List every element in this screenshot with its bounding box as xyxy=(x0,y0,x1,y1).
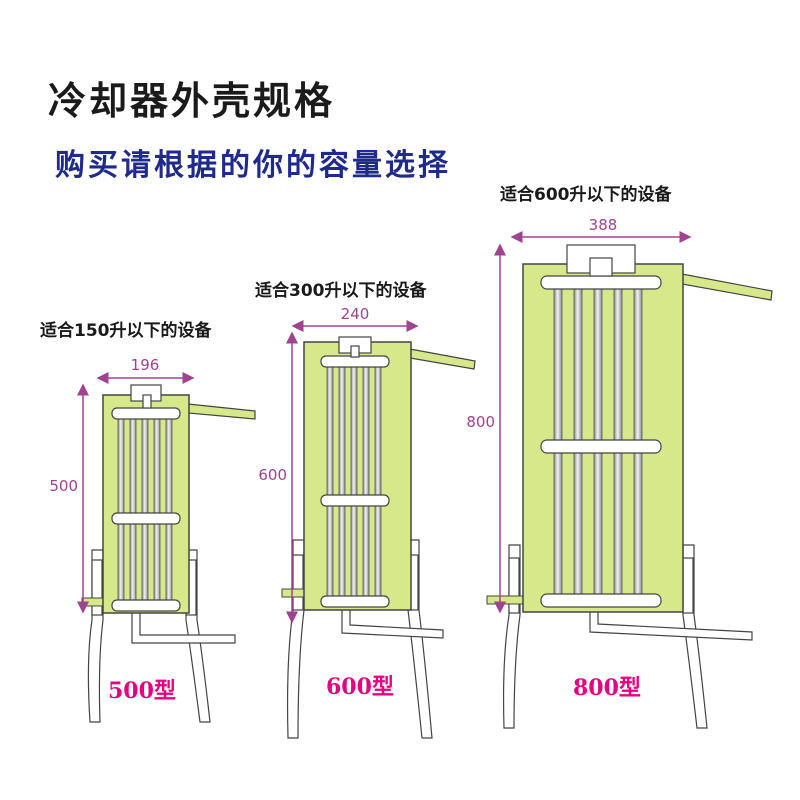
unit-800-model: 800型 xyxy=(573,675,641,701)
unit-600-height-label: 600 xyxy=(258,466,287,484)
unit-600-capacity: 适合300升以下的设备 xyxy=(255,280,427,301)
unit-600-width-label: 240 xyxy=(341,305,370,323)
unit-600: 240 600 适合300升以下的设备 600型 xyxy=(255,280,476,739)
unit-800-capacity: 适合600升以下的设备 xyxy=(500,184,672,205)
unit-800-body xyxy=(522,263,684,613)
page-subtitle: 购买请根据的你的容量选择 xyxy=(55,148,451,183)
unit-600-body xyxy=(303,341,412,611)
unit-800-width-label: 388 xyxy=(589,216,618,234)
unit-500: 196 500 适合150升以下的设备 500型 xyxy=(40,320,256,723)
unit-500-width-label: 196 xyxy=(131,356,160,374)
page-title: 冷却器外壳规格 xyxy=(48,79,336,123)
unit-800: 388 800 适合600升以下的设备 800型 xyxy=(466,184,773,729)
unit-600-model: 600型 xyxy=(326,674,394,700)
unit-500-height-label: 500 xyxy=(49,477,78,495)
unit-500-capacity: 适合150升以下的设备 xyxy=(40,320,212,341)
unit-800-height-label: 800 xyxy=(466,413,495,431)
unit-500-model: 500型 xyxy=(108,678,176,704)
